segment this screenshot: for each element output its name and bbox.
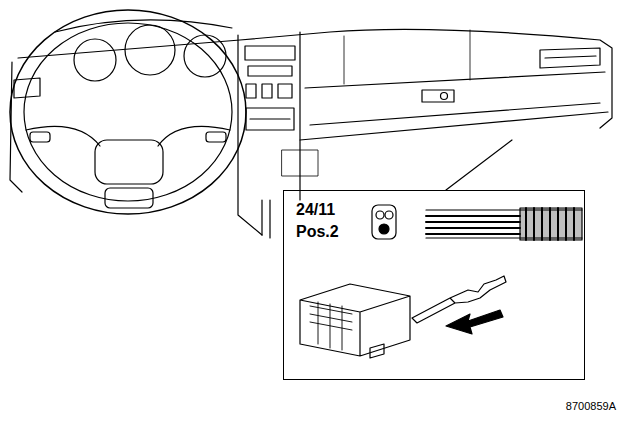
leader-line (446, 140, 512, 190)
gauge (74, 39, 116, 81)
reference-text: Pos.2 (296, 221, 339, 243)
switch (278, 84, 292, 98)
console-lower (262, 200, 270, 238)
console-outline (282, 150, 318, 176)
connector-block (300, 284, 410, 356)
figure-number: 8700859A (566, 400, 616, 412)
switch (262, 84, 272, 98)
icon-pin (385, 211, 393, 219)
dash-seams (344, 30, 470, 84)
dash-outline (18, 29, 612, 128)
connector-housing (520, 208, 582, 240)
radio-slot (248, 66, 292, 76)
glovebox-latch (422, 90, 454, 102)
left-vent (14, 78, 40, 98)
connector-cavities (310, 302, 352, 350)
wheel-lower-spoke (105, 188, 153, 208)
climate-panel (246, 108, 294, 130)
steering-wheel-rim (10, 10, 246, 214)
inset-box: 24/11Pos.2 (283, 190, 585, 380)
dash-lower-edge (300, 112, 608, 140)
center-console (238, 32, 300, 235)
reference-text: 24/11 (296, 199, 335, 221)
connector-ribs (526, 208, 574, 240)
insert-arrow (446, 310, 503, 334)
icon-pin (376, 211, 384, 219)
horn-button (30, 132, 50, 142)
radio-slot (245, 46, 295, 60)
climate-line (250, 118, 290, 119)
icon-pin (379, 224, 389, 234)
switch (246, 84, 256, 98)
harness-wires (426, 216, 520, 234)
right-vent (540, 48, 600, 68)
wheel-spokes (26, 126, 230, 146)
horn-button (206, 132, 226, 142)
steering-wheel-inner (24, 23, 232, 201)
wheel-hub (95, 140, 163, 184)
glovebox-lines (305, 72, 605, 125)
connector-latch (370, 344, 384, 358)
connector-icon (372, 205, 396, 239)
gauge (125, 25, 175, 75)
latch-knob (441, 93, 448, 100)
